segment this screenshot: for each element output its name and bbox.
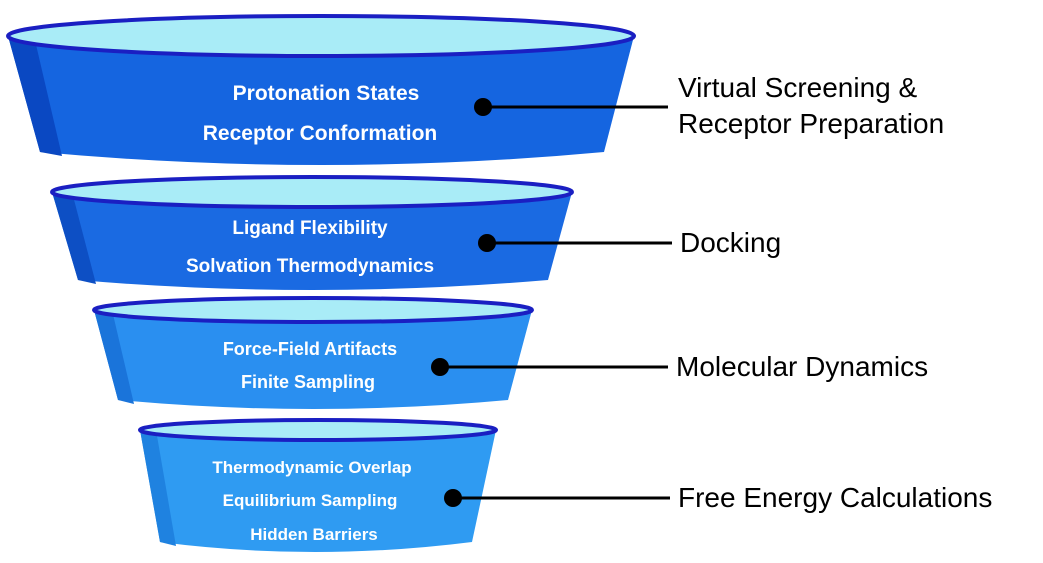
tier-4-shade <box>140 430 176 546</box>
tier-3-shade <box>94 310 134 404</box>
funnel-tier-4: Thermodynamic Overlap Equilibrium Sampli… <box>138 418 670 552</box>
tier-3-line-1: Force-Field Artifacts <box>223 339 397 359</box>
stage-label-docking: Docking <box>680 225 781 261</box>
funnel-tier-1: Protonation States Receptor Conformation <box>6 14 668 165</box>
tier-3-rim <box>92 296 534 324</box>
stage-label-free-energy: Free Energy Calculations <box>678 480 992 516</box>
tier-4-line-2: Equilibrium Sampling <box>223 491 398 510</box>
tier-4-line-1: Thermodynamic Overlap <box>212 458 411 477</box>
stage-label-free-energy-line-1: Free Energy Calculations <box>678 482 993 513</box>
stage-label-virtual-screening-line-1: Virtual Screening & <box>678 72 918 103</box>
tier-1-line-1: Protonation States <box>233 82 420 105</box>
tier-1-line-2: Receptor Conformation <box>203 122 438 145</box>
tier-2-line-1: Ligand Flexibility <box>232 218 388 239</box>
tier-4-rim <box>138 418 498 442</box>
tier-2-shade <box>52 192 96 284</box>
tier-2-line-2: Solvation Thermodynamics <box>186 256 434 277</box>
tier-3-body <box>94 310 532 409</box>
stage-label-virtual-screening: Virtual Screening & Receptor Preparation <box>678 70 944 142</box>
tier-1-rim <box>6 14 636 58</box>
stage-label-docking-line-1: Docking <box>680 227 782 258</box>
tier-1-body <box>8 36 634 165</box>
stage-label-molecular-dynamics-line-1: Molecular Dynamics <box>676 351 929 382</box>
stage-label-molecular-dynamics: Molecular Dynamics <box>676 349 928 385</box>
funnel-tier-2: Ligand Flexibility Solvation Thermodynam… <box>50 175 672 290</box>
funnel-tier-3: Force-Field Artifacts Finite Sampling <box>92 296 668 409</box>
tier-4-line-3: Hidden Barriers <box>250 525 378 544</box>
tier-2-rim <box>50 175 574 209</box>
stage-label-virtual-screening-line-2: Receptor Preparation <box>678 108 945 139</box>
tier-1-shade <box>8 36 62 156</box>
tier-3-line-2: Finite Sampling <box>241 372 375 392</box>
tier-2-body <box>52 192 572 290</box>
tier-4-body <box>140 430 496 552</box>
